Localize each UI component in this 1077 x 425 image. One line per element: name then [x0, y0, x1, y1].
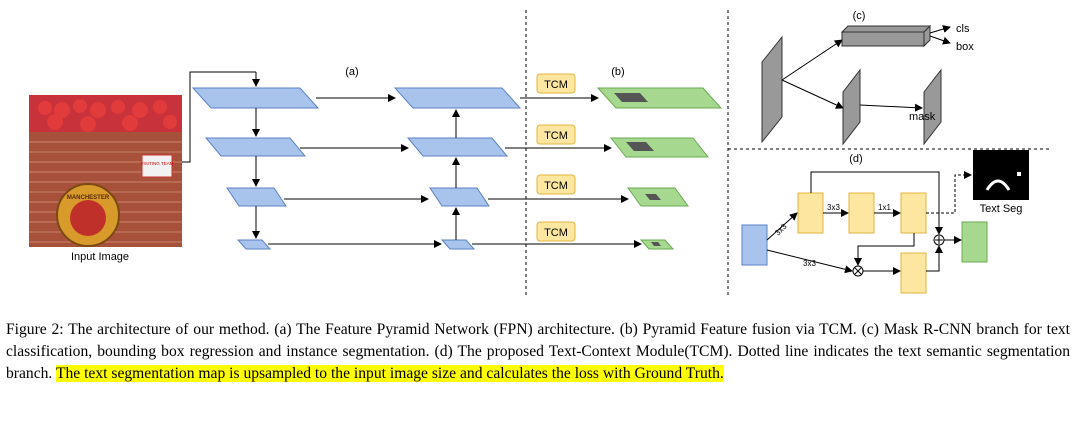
mask-rcnn-branch [761, 24, 942, 146]
mask-label: mask [909, 111, 936, 123]
label-a: (a) [345, 66, 358, 78]
label-b: (b) [611, 66, 624, 78]
input-image: VISITING TEAM MANCHESTER [29, 95, 182, 247]
input-image-label: Input Image [71, 251, 129, 263]
cls-label: cls [956, 23, 970, 35]
label-d: (d) [849, 153, 862, 165]
box-label: box [956, 41, 974, 53]
crest-text: MANCHESTER [67, 195, 110, 201]
tcm-module [741, 150, 1029, 294]
tcm-box-4: TCM [536, 221, 576, 242]
architecture-figure: VISITING TEAM MANCHESTER Input Image (a) [29, 10, 1050, 298]
tcm-label: TCM [544, 227, 568, 239]
tcm-label: TCM [544, 130, 568, 142]
conv3x3-c-label: 3x3 [827, 203, 840, 212]
label-c: (c) [853, 10, 866, 22]
conv3x3-b-label: 3x3 [803, 259, 816, 268]
tcm-box-2: TCM [536, 124, 576, 145]
caption-highlight: The text segmentation map is upsampled t… [55, 365, 724, 382]
conv1x1-label: 1x1 [878, 203, 891, 212]
conv3x3-a-label: 3x3 [773, 222, 789, 238]
tcm-box-1: TCM [536, 73, 576, 94]
tcm-box-3: TCM [536, 174, 576, 195]
caption-text: Figure 2: The architecture of our method… [6, 321, 1070, 382]
text-seg-label: Text Seg [980, 203, 1023, 215]
tcm-label: TCM [544, 180, 568, 192]
tcm-label: TCM [544, 79, 568, 91]
sign-text: VISITING TEAM [141, 161, 174, 166]
fpn-top-down [393, 87, 522, 250]
figure-caption: Figure 2: The architecture of our method… [6, 319, 1070, 385]
fused-features [596, 87, 723, 250]
fpn-bottom-up [191, 87, 320, 250]
